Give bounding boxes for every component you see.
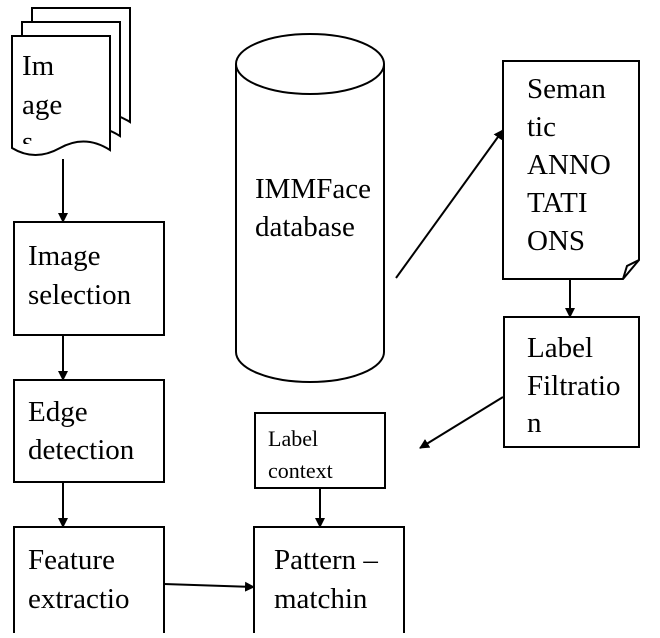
label-context-label-line1: Label	[268, 426, 319, 451]
pattern-matching-box	[253, 526, 405, 638]
annotations-label-line5: ONS	[527, 225, 586, 257]
database-label-line2: database	[255, 211, 355, 243]
image-selection-label-line1: Image	[28, 240, 101, 272]
arrow-filtration-to-context	[419, 396, 504, 449]
label-context-label-line2: context	[268, 458, 333, 483]
images-label-line1: Im	[22, 50, 55, 82]
feature-extraction-label-line2: extractio	[28, 583, 130, 615]
images-document-stack	[11, 7, 131, 156]
label-filtration-label-line2: Filtratio	[527, 370, 621, 402]
images-label-line2: age	[22, 89, 63, 121]
images-label-line3: s	[22, 128, 34, 144]
edge-detection-label-line1: Edge	[28, 396, 88, 428]
label-filtration-label-line1: Label	[527, 332, 594, 364]
database-cylinder	[235, 33, 385, 383]
annotations-label-line1: Seman	[527, 73, 606, 105]
database-label-line1: IMMFace	[255, 173, 371, 205]
image-selection-label-line2: selection	[28, 279, 132, 311]
edge-detection-box	[13, 379, 165, 483]
label-filtration-box	[503, 316, 640, 448]
arrow-database-to-annotations	[395, 129, 504, 279]
pattern-matching-label-line2: matchin	[274, 583, 368, 615]
pattern-matching-label-line1: Pattern –	[274, 544, 378, 576]
edge-detection-label-line2: detection	[28, 434, 135, 466]
feature-extraction-box	[13, 526, 165, 638]
feature-extraction-label-line1: Feature	[28, 544, 115, 576]
arrow-feature-to-pattern	[163, 581, 255, 592]
label-filtration-label-line3: n	[527, 407, 542, 439]
annotations-label-line2: tic	[527, 111, 556, 143]
annotations-label-line4: TATI	[527, 187, 588, 219]
semantic-annotations-document	[502, 60, 640, 280]
annotations-label-line3: ANNO	[527, 149, 611, 181]
image-selection-box	[13, 221, 165, 336]
